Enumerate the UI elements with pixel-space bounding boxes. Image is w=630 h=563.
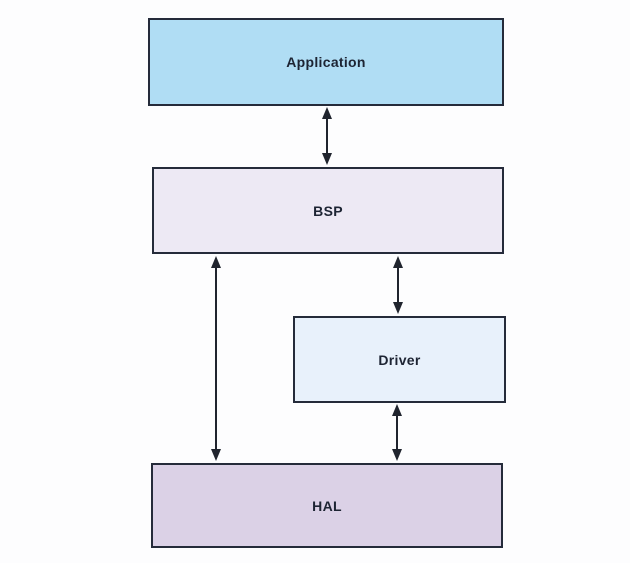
box-bsp: BSP [152, 167, 504, 254]
box-driver-label: Driver [378, 351, 421, 368]
arrow-application-bsp [322, 107, 332, 165]
box-application: Application [148, 18, 504, 106]
box-hal-label: HAL [312, 497, 342, 514]
arrow-bsp-hal [211, 256, 221, 461]
box-driver: Driver [293, 316, 506, 403]
arrow-driver-hal [392, 404, 402, 461]
arrow-bsp-driver [393, 256, 403, 314]
box-bsp-label: BSP [313, 202, 343, 219]
box-hal: HAL [151, 463, 503, 548]
box-application-label: Application [286, 54, 366, 70]
